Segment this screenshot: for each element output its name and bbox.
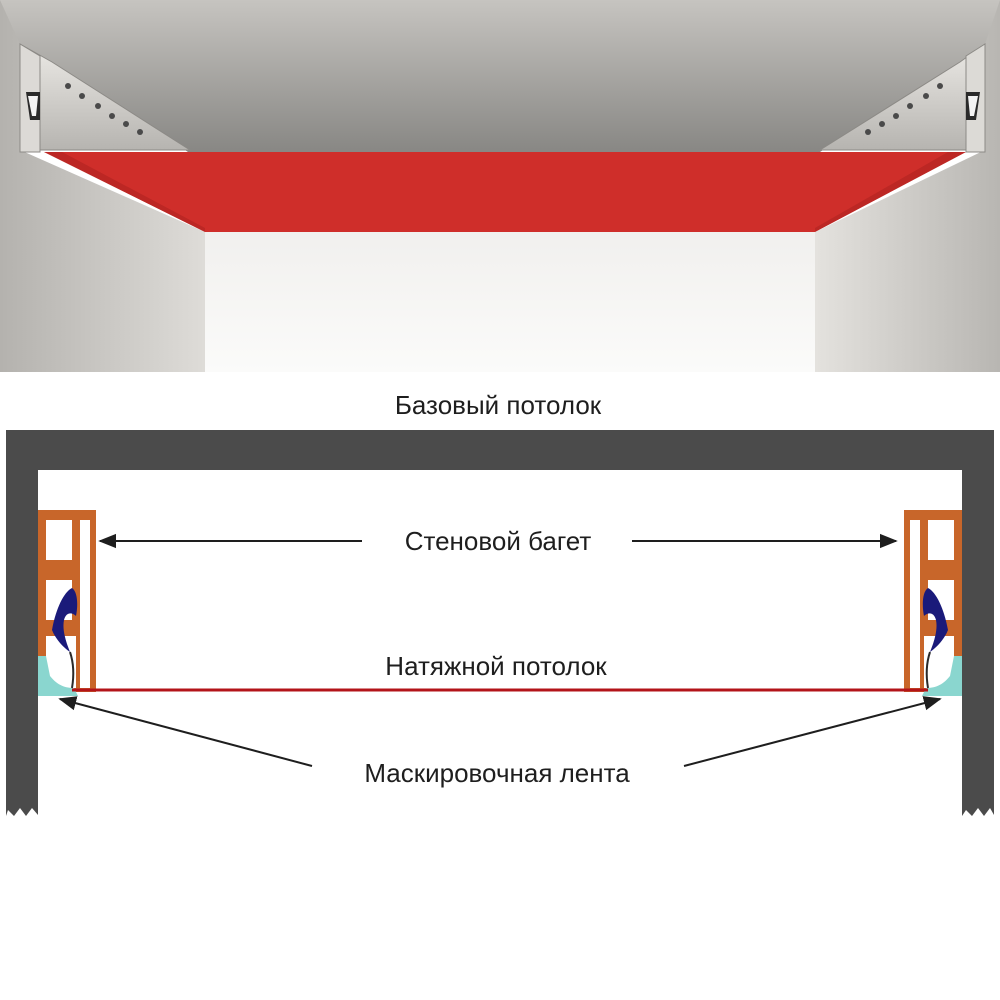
right-masking-tape (922, 656, 962, 696)
base-ceiling-3d (0, 0, 1000, 152)
stretch-membrane-3d (44, 152, 966, 232)
right-baguette (904, 510, 962, 692)
stretch-ceiling-label: Натяжной потолок (385, 651, 607, 681)
left-clip (52, 588, 78, 652)
masking-tape-label: Маскировочная лента (364, 758, 630, 788)
left-harpoon (69, 651, 75, 689)
wall-frame (6, 430, 994, 816)
stretch-membrane-shade (44, 152, 205, 232)
wall-baguette-label: Стеновой багет (405, 526, 592, 556)
masking-tape-arrow-left (58, 696, 313, 767)
back-wall (205, 232, 815, 372)
cross-section-diagram: Базовый потолок Стеновой багет Натяжной … (6, 390, 994, 816)
base-ceiling-label: Базовый потолок (395, 390, 602, 420)
right-harpoon (925, 651, 931, 689)
right-clip (922, 588, 948, 652)
right-wall (815, 0, 1000, 372)
room-render (0, 0, 1000, 372)
left-wall (0, 0, 205, 372)
left-masking-tape (38, 656, 78, 696)
left-baguette-3d (19, 43, 192, 153)
right-baguette-3d (818, 43, 986, 153)
masking-tape-arrow-right (683, 696, 942, 767)
stretch-membrane-shade-right (815, 152, 966, 232)
